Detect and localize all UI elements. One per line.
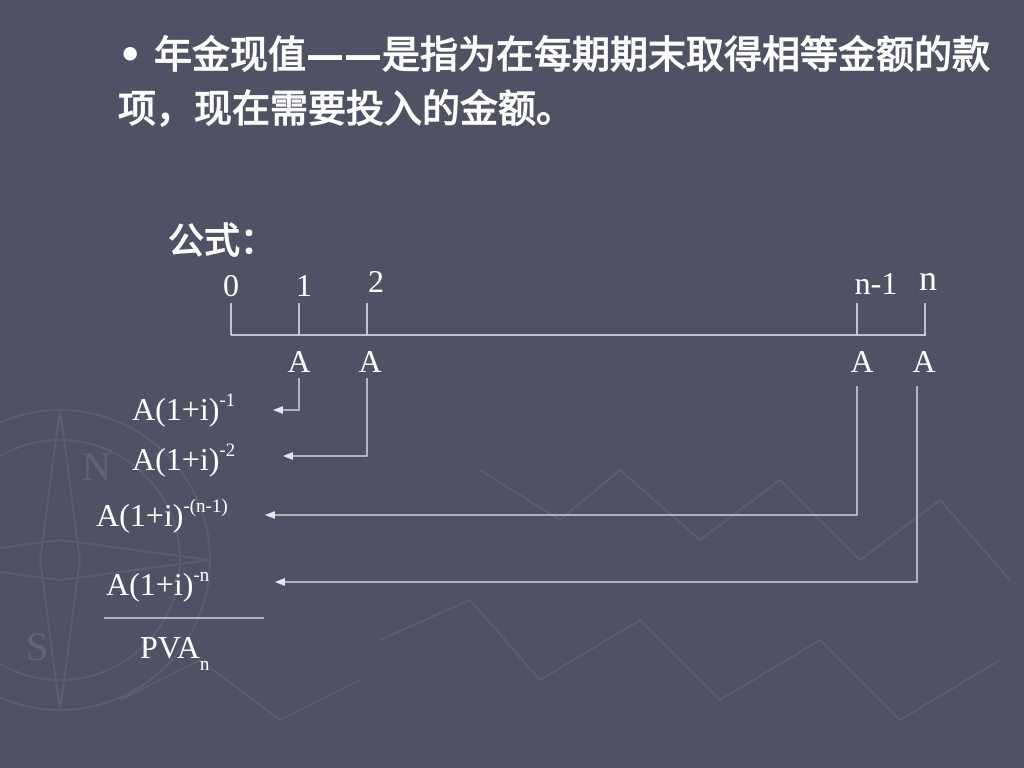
discount-arrow-n-1 bbox=[265, 386, 858, 519]
pva-total-subscript: n bbox=[200, 654, 210, 675]
payment-label-1: A bbox=[287, 343, 310, 379]
discount-arrow-2 bbox=[283, 378, 368, 460]
pv-term-n: A(1+i)-n bbox=[106, 565, 210, 602]
compass-letter-s: S bbox=[26, 624, 48, 669]
pv-term-2: A(1+i)-2 bbox=[132, 440, 235, 477]
pv-term-1-base: A(1+i) bbox=[132, 391, 219, 427]
period-label-n: n bbox=[919, 258, 937, 298]
compass-letter-n: N bbox=[82, 444, 111, 489]
period-label-n-1: n-1 bbox=[855, 265, 898, 301]
pv-term-n-base: A(1+i) bbox=[106, 566, 193, 602]
bullet: • bbox=[118, 33, 143, 77]
background-streak bbox=[479, 468, 1011, 581]
pv-term-n-exponent: -n bbox=[193, 565, 209, 586]
payment-label-n-1: A bbox=[850, 343, 873, 379]
background-streak bbox=[119, 658, 361, 722]
compass-ring-icon bbox=[0, 409, 211, 711]
payment-label-n: A bbox=[912, 343, 935, 379]
pv-term-2-base: A(1+i) bbox=[132, 441, 219, 477]
formula-label: 公式： bbox=[168, 221, 277, 262]
discount-arrow-n bbox=[275, 386, 918, 586]
period-label-0: 0 bbox=[223, 267, 239, 303]
pv-term-1: A(1+i)-1 bbox=[132, 390, 235, 427]
pva-total-base: PVA bbox=[140, 629, 200, 665]
pv-term-n-1-exponent: -(n-1) bbox=[183, 496, 227, 517]
heading-text: 年金现值——是指为在每期期末取得相等金额的款项，现在需要投入的金额。 bbox=[118, 33, 991, 131]
pva-total: PVAn bbox=[140, 629, 210, 675]
pv-term-n-1-base: A(1+i) bbox=[96, 497, 183, 533]
period-label-1: 1 bbox=[296, 267, 312, 303]
compass-needle-icon bbox=[38, 409, 82, 711]
heading: •年金现值——是指为在每期期末取得相等金额的款项，现在需要投入的金额。 bbox=[118, 28, 998, 136]
pv-term-1-exponent: -1 bbox=[219, 390, 235, 411]
period-label-2: 2 bbox=[368, 263, 384, 299]
discount-arrow-1 bbox=[273, 378, 300, 414]
pv-term-n-1: A(1+i)-(n-1) bbox=[96, 496, 228, 533]
pv-term-2-exponent: -2 bbox=[219, 440, 235, 461]
payment-label-2: A bbox=[358, 343, 381, 379]
background-streak bbox=[379, 598, 1001, 722]
